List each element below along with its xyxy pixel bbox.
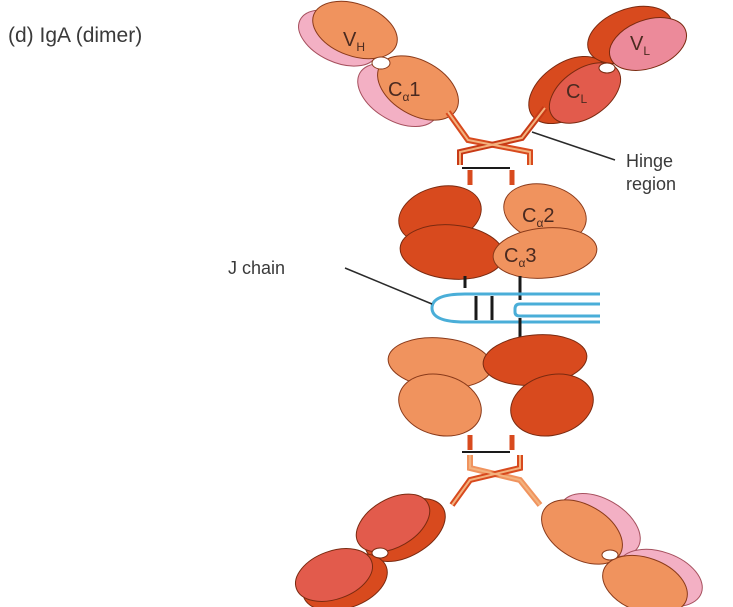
upper-hinge bbox=[448, 108, 545, 168]
hinge-label-line1: Hinge bbox=[626, 151, 673, 171]
upper-fc-region bbox=[392, 170, 599, 300]
j-chain bbox=[432, 294, 600, 340]
lower-fc-region bbox=[386, 331, 600, 452]
hinge-callout-line bbox=[532, 132, 615, 160]
j-chain-label: J chain bbox=[228, 258, 285, 278]
lower-monomer bbox=[288, 331, 710, 607]
lower-hinge bbox=[452, 455, 540, 505]
upper-right-fab-arm bbox=[516, 0, 693, 137]
diagram-title: (d) IgA (dimer) bbox=[8, 24, 142, 47]
lower-right-fab-arm bbox=[530, 480, 710, 607]
upper-left-fab-arm bbox=[290, 0, 470, 140]
j-chain-callout-line bbox=[345, 268, 432, 304]
lower-left-fab-arm bbox=[288, 482, 456, 607]
hinge-label-line2: region bbox=[626, 174, 676, 194]
